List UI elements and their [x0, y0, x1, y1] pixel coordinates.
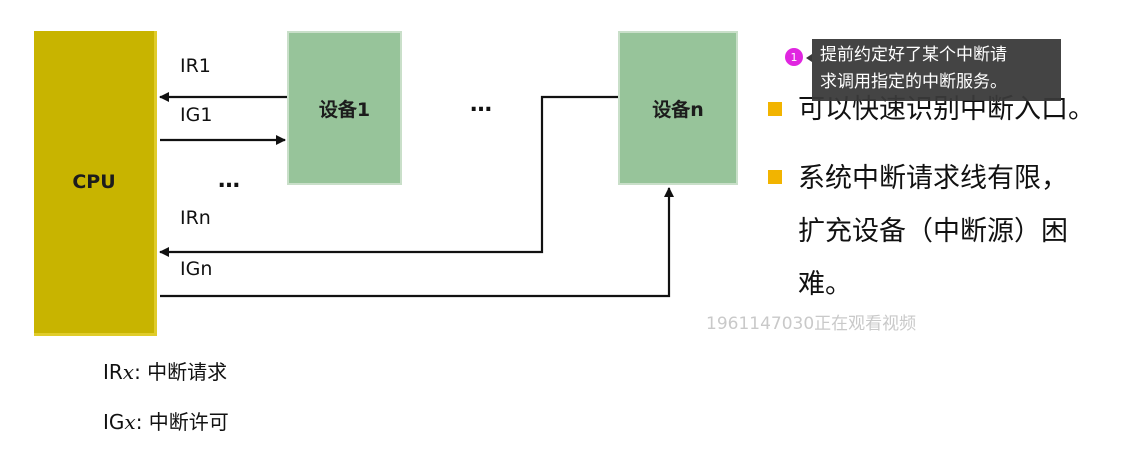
tooltip-line-1: 提前约定好了某个中断请 [820, 45, 1007, 65]
viewer-watermark: 1961147030正在观看视频 [706, 314, 917, 334]
annotation-marker-icon[interactable]: 1 [785, 48, 803, 66]
irn-wire [159, 95, 618, 257]
cpu-label: CPU [72, 171, 116, 193]
legend-ir: IRx: 中断请求 [103, 360, 228, 384]
annotation-tooltip: 提前约定好了某个中断请 求调用指定的中断服务。 [812, 39, 1061, 101]
device-1-label: 设备1 [318, 98, 371, 121]
ign-label: IGn [180, 258, 213, 280]
cpu-block: CPU [34, 31, 157, 336]
legend-ig: IGx: 中断许可 [103, 410, 229, 434]
bullet-square-icon [768, 102, 782, 116]
bullet-square-icon [768, 170, 782, 184]
ir1-label: IR1 [180, 55, 211, 77]
device-n-block: 设备n [618, 31, 738, 185]
bullet-2-line-3: 难。 [798, 269, 852, 300]
device-1-block: 设备1 [287, 31, 402, 185]
ig1-label: IG1 [180, 104, 213, 126]
tooltip-line-2: 求调用指定的中断服务。 [820, 72, 1007, 92]
devices-ellipsis: … [470, 92, 494, 117]
tooltip-pointer [806, 54, 812, 62]
signals-ellipsis: … [218, 168, 242, 193]
device-n-label: 设备n [652, 98, 704, 121]
ign-wire [160, 187, 674, 298]
irn-label: IRn [180, 207, 211, 229]
bullet-2-line-2: 扩充设备（中断源）困 [798, 216, 1068, 247]
bullet-2-line-1: 系统中断请求线有限， [798, 163, 1068, 194]
